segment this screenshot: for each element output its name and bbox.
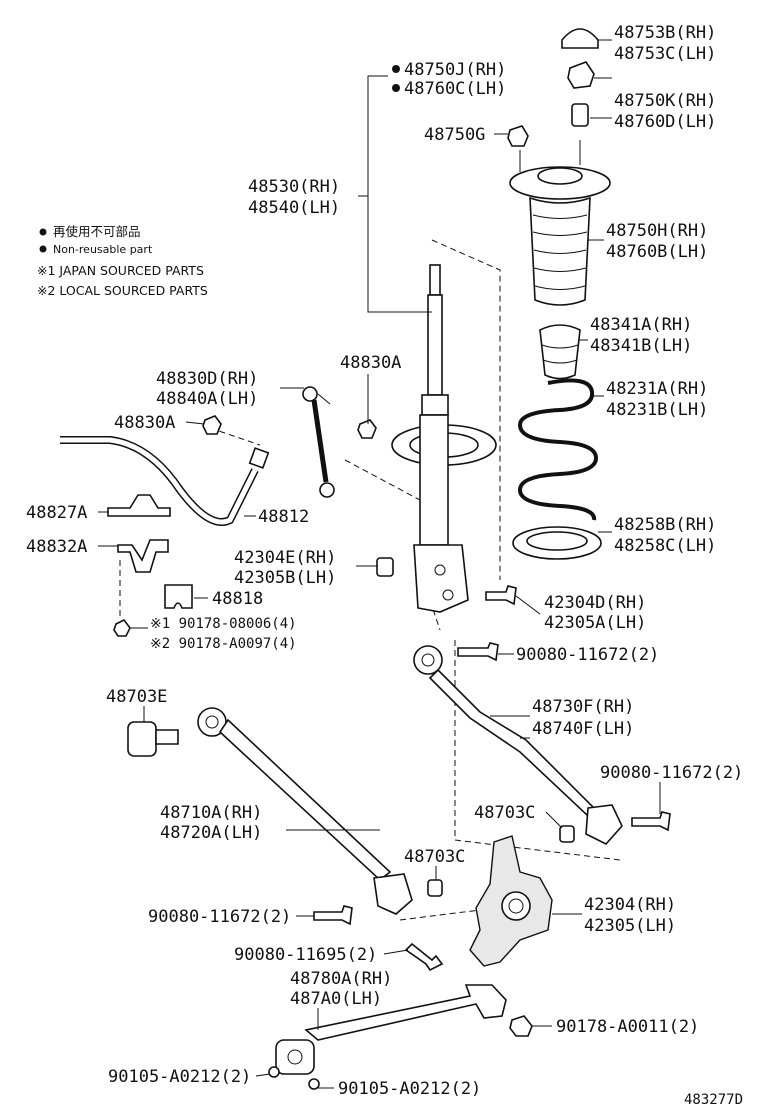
part-labels: 48753B(RH) 48753C(LH) 48750J(RH) 48760C(… bbox=[26, 23, 743, 1108]
label-48720A: 48720A(LH) bbox=[160, 823, 262, 843]
bushing-48703C-b bbox=[427, 879, 443, 897]
label-90080-11672-b: 90080-11672(2) bbox=[600, 763, 743, 783]
nut-48750G bbox=[507, 125, 529, 147]
bushing-48703C-a bbox=[559, 825, 575, 843]
label-487A0: 487A0(LH) bbox=[290, 989, 382, 1009]
legend-local-sourced: ※2 LOCAL SOURCED PARTS bbox=[37, 283, 208, 298]
bolt-42304D bbox=[485, 585, 517, 606]
bushing-48818 bbox=[164, 584, 193, 609]
bolt-90080-11695 bbox=[404, 942, 444, 972]
bolt-90105-A0212-a bbox=[268, 1066, 280, 1078]
label-48840A: 48840A(LH) bbox=[156, 389, 258, 409]
bumper-48341 bbox=[539, 324, 581, 380]
bracket-48832A bbox=[117, 539, 169, 573]
knuckle-42304 bbox=[469, 835, 553, 967]
strut-48530 bbox=[391, 264, 497, 613]
bullet-icon bbox=[39, 245, 47, 253]
diagram-id: 483277D bbox=[684, 1092, 743, 1108]
bracket-48827A bbox=[107, 494, 171, 517]
legend-japan-sourced: ※1 JAPAN SOURCED PARTS bbox=[37, 263, 204, 278]
non-reusable-bullet-icon bbox=[392, 65, 400, 73]
label-48258B: 48258B(RH) bbox=[614, 515, 716, 535]
label-48750H: 48750H(RH) bbox=[606, 221, 708, 241]
bullet-icon bbox=[39, 228, 47, 236]
legend-non-reusable-jp: 再使用不可部品 bbox=[53, 224, 141, 239]
non-reusable-bullet-icon bbox=[392, 84, 400, 92]
arm-48730F bbox=[413, 645, 623, 845]
bushing-48703E bbox=[127, 721, 179, 757]
label-48830A-left: 48830A bbox=[114, 413, 175, 433]
label-48830A-top: 48830A bbox=[340, 353, 401, 373]
label-48530: 48530(RH) bbox=[248, 177, 340, 197]
label-48730F: 48730F(RH) bbox=[532, 697, 634, 717]
label-42304D: 42304D(RH) bbox=[544, 593, 646, 613]
arm-48780A bbox=[275, 984, 507, 1075]
label-48827A: 48827A bbox=[26, 503, 87, 523]
nut-48750J bbox=[567, 61, 595, 89]
coil-spring-48231 bbox=[517, 378, 599, 521]
label-90080-11672-c: 90080-11672(2) bbox=[148, 907, 291, 927]
label-48341A: 48341A(RH) bbox=[590, 315, 692, 335]
bolt-90080-11672-c bbox=[313, 905, 353, 926]
label-48812: 48812 bbox=[258, 507, 309, 527]
leader-lines bbox=[98, 39, 661, 1089]
stabilizer-bar-48812 bbox=[60, 436, 270, 526]
label-90105-A0212-b: 90105-A0212(2) bbox=[338, 1079, 481, 1099]
label-48231A: 48231A(RH) bbox=[606, 379, 708, 399]
label-48750J: 48750J(RH) bbox=[404, 60, 506, 80]
label-48341B: 48341B(LH) bbox=[590, 336, 692, 356]
label-48760B: 48760B(LH) bbox=[606, 242, 708, 262]
label-42305A: 42305A(LH) bbox=[544, 613, 646, 633]
bolt-90080-11672-b bbox=[631, 811, 671, 832]
label-42304: 42304(RH) bbox=[584, 895, 676, 915]
stab-link-48830D bbox=[302, 386, 335, 498]
nut-90178 bbox=[113, 618, 131, 637]
seat-48258 bbox=[512, 526, 602, 560]
label-90178-08006: ※1 90178-08006(4) bbox=[150, 616, 297, 632]
label-48740F: 48740F(LH) bbox=[532, 719, 634, 739]
label-48703E: 48703E bbox=[106, 687, 167, 707]
bushing-42304E bbox=[376, 557, 394, 577]
arm-48710A bbox=[197, 707, 413, 915]
label-48818: 48818 bbox=[212, 589, 263, 609]
label-42305: 42305(LH) bbox=[584, 916, 676, 936]
legend: 再使用不可部品 Non-reusable part ※1 JAPAN SOURC… bbox=[37, 224, 208, 298]
legend-non-reusable-en: Non-reusable part bbox=[53, 243, 153, 256]
label-42305B: 42305B(LH) bbox=[234, 568, 336, 588]
label-42304E: 42304E(RH) bbox=[234, 548, 336, 568]
label-48750G: 48750G bbox=[424, 125, 485, 145]
cap-48753 bbox=[561, 28, 599, 49]
label-48258C: 48258C(LH) bbox=[614, 536, 716, 556]
label-48832A: 48832A bbox=[26, 537, 87, 557]
label-90178-A0097: ※2 90178-A0097(4) bbox=[150, 636, 297, 652]
label-48760D: 48760D(LH) bbox=[614, 112, 716, 132]
label-48703C-a: 48703C bbox=[474, 803, 535, 823]
bolt-90080-11672-a bbox=[457, 642, 499, 662]
label-48780A: 48780A(RH) bbox=[290, 969, 392, 989]
label-48710A: 48710A(RH) bbox=[160, 803, 262, 823]
nut-90178-A0011 bbox=[509, 1015, 533, 1037]
label-48753B: 48753B(RH) bbox=[614, 23, 716, 43]
label-90080-11695: 90080-11695(2) bbox=[234, 945, 377, 965]
label-48750K: 48750K(RH) bbox=[614, 91, 716, 111]
label-48703C-b: 48703C bbox=[404, 847, 465, 867]
mount-48750H bbox=[509, 140, 611, 306]
label-48540: 48540(LH) bbox=[248, 198, 340, 218]
label-90105-A0212-a: 90105-A0212(2) bbox=[108, 1067, 251, 1087]
bushing-48750K bbox=[571, 103, 589, 127]
label-48231B: 48231B(LH) bbox=[606, 400, 708, 420]
nut-48830A bbox=[202, 415, 377, 439]
label-48760C: 48760C(LH) bbox=[404, 79, 506, 99]
bolt-90105-A0212-b bbox=[308, 1078, 320, 1090]
label-48753C: 48753C(LH) bbox=[614, 44, 716, 64]
label-90080-11672-a: 90080-11672(2) bbox=[516, 645, 659, 665]
label-90178-A0011: 90178-A0011(2) bbox=[556, 1017, 699, 1037]
label-48830D: 48830D(RH) bbox=[156, 369, 258, 389]
